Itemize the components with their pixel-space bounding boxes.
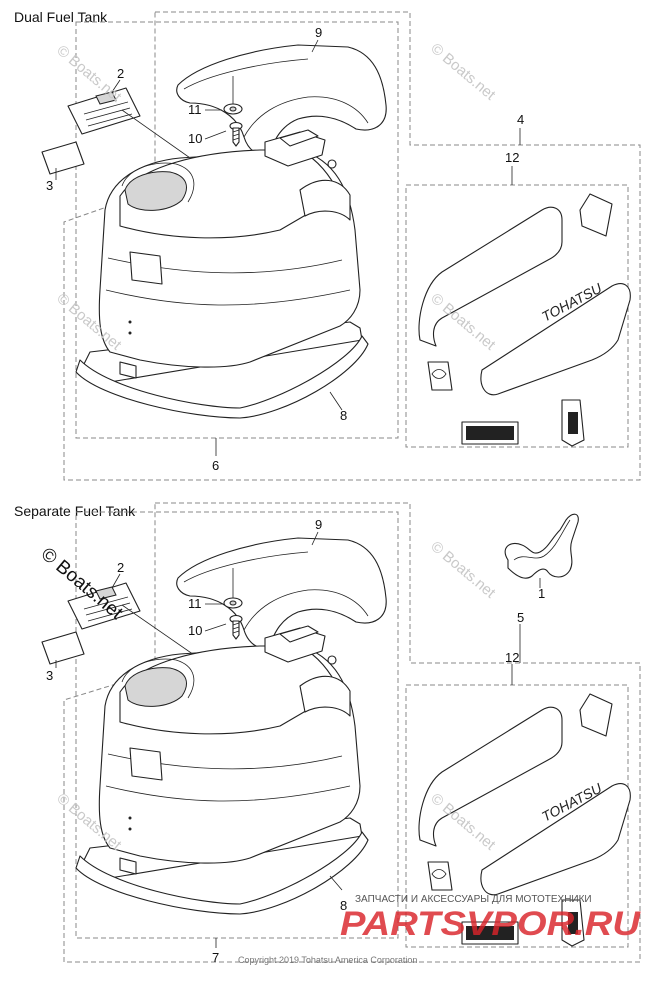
part-label: 8	[340, 898, 347, 913]
part-label: 12	[505, 650, 519, 665]
simple-badge-text: simple	[467, 908, 487, 915]
part-label: 11	[188, 102, 202, 117]
part-label: 4	[517, 112, 524, 127]
part-label: 2	[117, 66, 124, 81]
part-label: 3	[46, 668, 53, 683]
part-label: 10	[188, 623, 202, 638]
part-label: 12	[505, 150, 519, 165]
simple-badge-text: simple	[467, 408, 487, 415]
assembly-outline-12	[405, 184, 629, 448]
watermark: © Boats.net	[427, 40, 499, 104]
site-tagline: ЗАПЧАСТИ И АКСЕССУАРЫ ДЛЯ МОТОТЕХНИКИ	[355, 894, 592, 905]
part-label: 11	[188, 596, 202, 611]
part-label: 6	[212, 458, 219, 473]
watermark: © Boats.net	[427, 538, 499, 602]
screw-part	[229, 121, 243, 147]
washer-part	[223, 597, 243, 609]
watermark: © Boats.net	[53, 42, 125, 106]
copyright: Copyright 2019 Tohatsu America Corporati…	[238, 955, 417, 965]
blank-decal-part	[41, 631, 85, 665]
site-name: PARTSVPOR.RU	[340, 905, 642, 943]
assembly-outline-7	[63, 502, 641, 963]
part-label: 8	[340, 408, 347, 423]
section-title-dual: Dual Fuel Tank	[14, 9, 108, 25]
section-dual: TOHATSU simple 9 2 11 10 4 12 3 8 6 © Bo…	[41, 11, 641, 481]
part-label: 9	[315, 25, 322, 40]
top-cover-part	[176, 537, 387, 649]
part-label: 1	[538, 586, 545, 601]
assembly-outline-inner	[75, 511, 399, 939]
blank-decal-part	[41, 141, 85, 175]
assembly-outline-12	[405, 684, 629, 948]
script-decal-part	[504, 513, 579, 579]
part-label: 2	[117, 560, 124, 575]
part-label: 7	[212, 950, 219, 965]
part-label: 9	[315, 517, 322, 532]
engine-cover-part	[75, 625, 369, 915]
washer-part	[223, 103, 243, 115]
part-label: 3	[46, 178, 53, 193]
part-label: 5	[517, 610, 524, 625]
assembly-outline-inner	[75, 21, 399, 439]
section-title-separate: Separate Fuel Tank	[14, 503, 136, 519]
screw-part	[229, 614, 243, 640]
part-label: 10	[188, 131, 202, 146]
engine-cover-part	[75, 129, 369, 419]
